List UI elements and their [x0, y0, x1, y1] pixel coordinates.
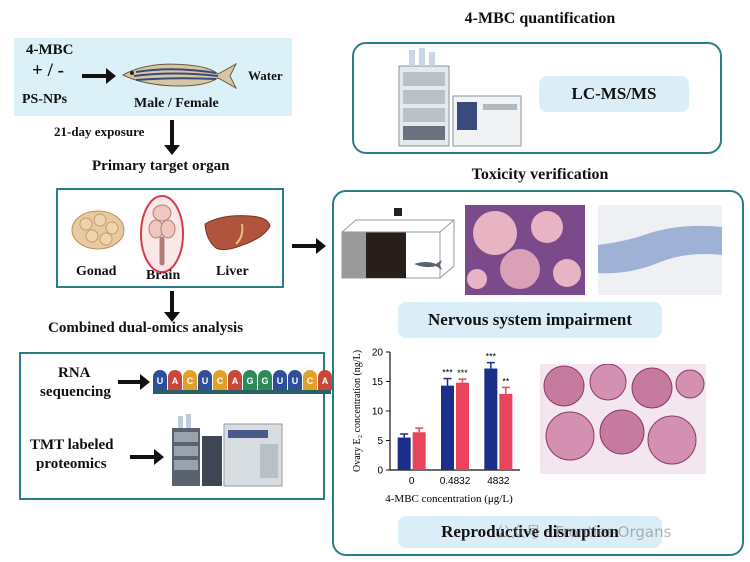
tmt-arrow — [130, 449, 164, 465]
rna-base-5: A — [228, 370, 242, 390]
bar-series1-1 — [456, 382, 469, 470]
nervous-system-label: Nervous system impairment — [398, 302, 662, 338]
y-tick-label-4: 20 — [372, 348, 384, 359]
exposure-down-arrow — [164, 120, 180, 155]
rna-base-7: G — [258, 370, 272, 390]
significance-0-1: *** — [442, 368, 453, 378]
mass-spectrometer-icon — [172, 414, 283, 487]
exposure-arrow — [82, 68, 116, 84]
y-axis-label: Ovary E₂ concentration (ng/L) — [352, 350, 363, 472]
rna-base-11: A — [318, 370, 332, 390]
x-tick-label-2: 4832 — [487, 476, 510, 487]
behavior-tank-icon — [341, 208, 455, 279]
combined-omics-title: Combined dual-omics analysis — [48, 320, 244, 336]
primary-target-title: Primary target organ — [92, 158, 230, 174]
rna-base-9: U — [288, 370, 302, 390]
rna-label: RNA sequencing — [40, 364, 111, 402]
bar-series1-2 — [499, 393, 513, 470]
tmt-label: TMT labeled proteomics — [30, 436, 113, 474]
plus-minus-label: + / - — [32, 60, 64, 81]
x-tick-label-0: 0 — [409, 476, 415, 487]
particles-label: PS-NPs — [22, 92, 68, 107]
brain-label: Brain — [146, 268, 181, 283]
y-tick-label-2: 10 — [372, 407, 384, 418]
liver-icon — [204, 215, 271, 251]
compound-label: 4-MBC — [26, 42, 74, 58]
significance-1-1: *** — [457, 368, 468, 378]
brain-icon — [140, 195, 184, 273]
histology-image-ovary-section — [540, 364, 706, 474]
liver-label: Liver — [216, 264, 249, 279]
bar-series0-2 — [484, 368, 498, 470]
y-tick-label-3: 15 — [372, 377, 384, 388]
histology-image-brain — [598, 205, 722, 295]
significance-0-2: *** — [486, 352, 497, 362]
bar-series0-1 — [441, 385, 454, 470]
rna-base-6: G — [243, 370, 257, 390]
rna-base-10: C — [303, 370, 317, 390]
gonad-label: Gonad — [76, 264, 117, 279]
toxicity-title: Toxicity verification — [471, 166, 609, 183]
toxicity-arrow — [292, 238, 326, 254]
x-axis-label: 4-MBC concentration (μg/L) — [385, 493, 513, 505]
significance-1-2: ** — [502, 376, 510, 386]
exposure-duration-label: 21-day exposure — [54, 124, 145, 139]
rna-arrow — [118, 374, 150, 390]
zebrafish-icon — [121, 62, 238, 90]
reproductive-disruption-label: Reproductive disruption — [398, 516, 662, 548]
histology-image-ovary — [465, 205, 585, 295]
bar-series0-0 — [397, 437, 411, 470]
y-tick-label-1: 5 — [377, 436, 383, 447]
watermark: 公众号 · Frontier-Organs — [496, 523, 672, 541]
medium-label: Water — [248, 68, 283, 83]
rna-base-8: U — [273, 370, 287, 390]
y-tick-label-0: 0 — [377, 466, 383, 477]
lc-ms-label: LC-MS/MS — [539, 76, 689, 112]
rna-base-4: C — [213, 370, 227, 390]
rna-base-1: A — [168, 370, 182, 390]
rna-label-line1: RNA — [58, 365, 91, 381]
fish-sex-label: Male / Female — [134, 96, 219, 111]
gonad-icon — [71, 210, 125, 250]
tmt-label-line1: TMT labeled — [30, 437, 114, 453]
rna-backbone — [153, 390, 331, 394]
quantification-title: 4-MBC quantification — [464, 10, 616, 27]
lc-ms-instrument-icon — [398, 48, 522, 147]
rna-base-2: C — [183, 370, 197, 390]
x-tick-label-1: 0.4832 — [440, 476, 471, 487]
tmt-label-line2: proteomics — [36, 456, 107, 472]
organ-down-arrow — [164, 291, 180, 322]
rna-base-0: U — [153, 370, 167, 390]
bar-series1-0 — [412, 432, 426, 470]
rna-base-3: U — [198, 370, 212, 390]
rna-label-line2: sequencing — [40, 384, 111, 400]
